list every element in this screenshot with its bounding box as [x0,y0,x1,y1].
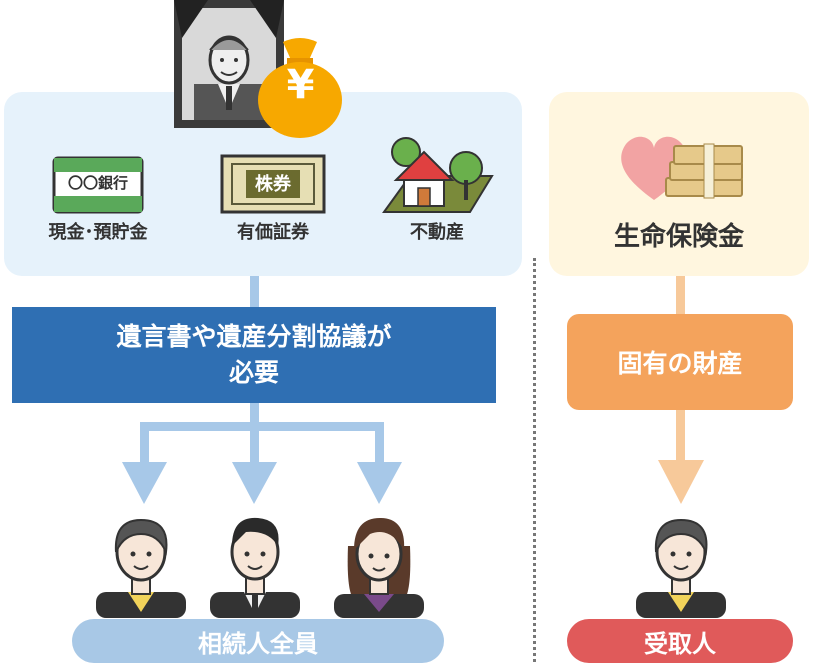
stock-certificate-text: 株券 [255,174,291,195]
real-estate-label: 不動産 [410,222,464,243]
securities-label: 有価証券 [237,222,309,243]
house-icon [382,137,494,213]
deceased-portrait-icon [174,0,284,128]
cash-label: 現金･預貯金 [48,222,148,243]
heart-money-icon [621,136,743,200]
bank-card-icon [52,156,144,214]
heir-young-woman-icon [334,518,424,618]
recipient-woman-icon [636,518,726,618]
section-divider [533,258,536,662]
recipient-arrow [658,410,704,504]
requirement-line-2: 必要 [228,358,279,387]
life-insurance-label: 生命保険金 [613,222,744,252]
own-property-box: 固有の財産 [567,314,793,410]
yen-symbol: ¥ [286,62,315,108]
distribution-arrows [122,403,402,504]
heir-man-icon [210,517,300,618]
all-heirs-label: 相続人全員 [72,619,444,663]
requirement-box: 遺言書や遺産分割協議が 必要 [12,307,496,403]
recipient-label: 受取人 [567,619,793,663]
bank-card-text: 〇〇銀行 [67,174,128,192]
heir-woman-icon [96,518,186,618]
requirement-line-1: 遺言書や遺産分割協議が [116,322,392,351]
stock-certificate-icon [220,154,326,214]
money-bag-icon [258,38,342,138]
connector-line [250,276,259,307]
connector-line [676,276,685,314]
